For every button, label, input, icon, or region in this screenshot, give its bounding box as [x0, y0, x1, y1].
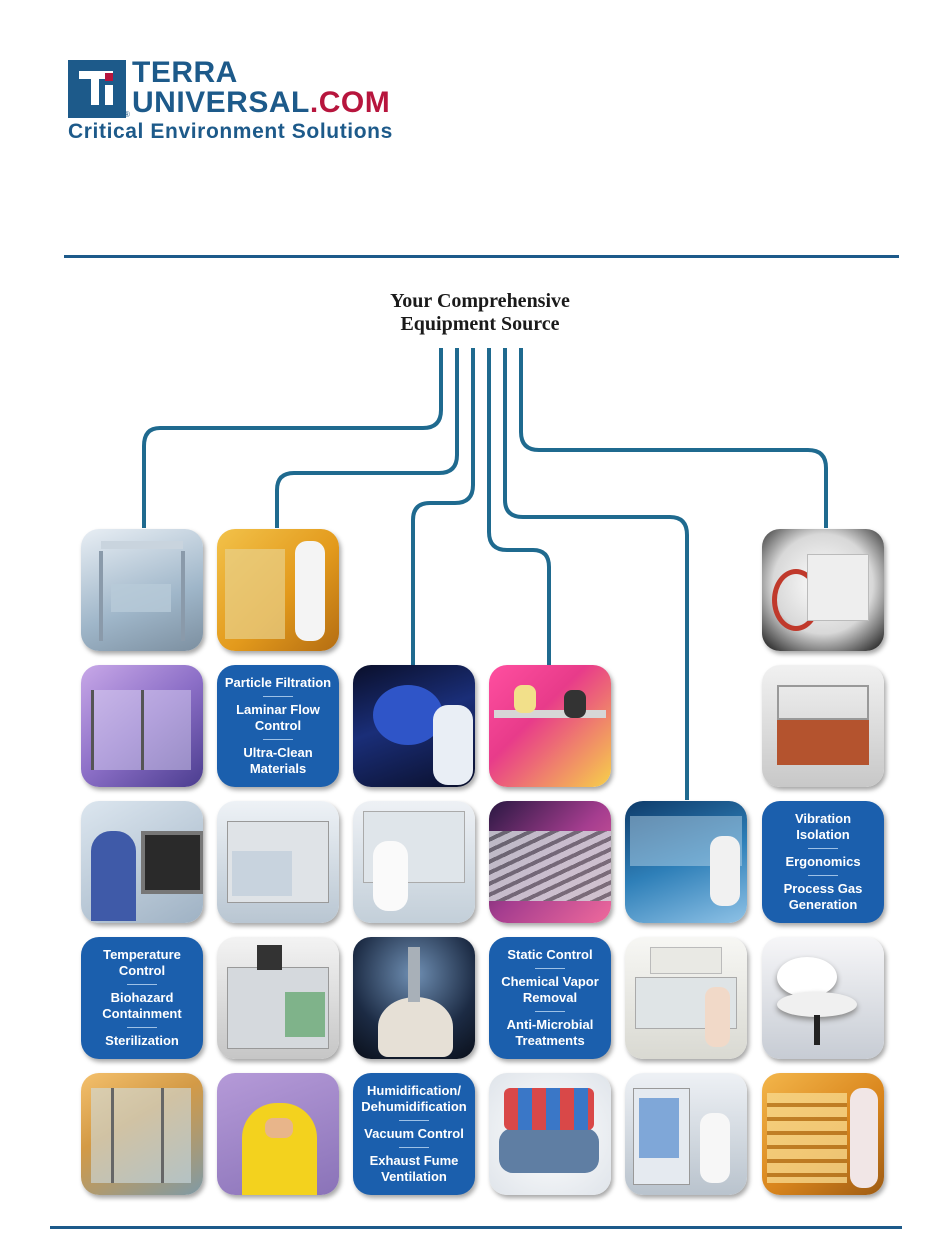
- cryogenic-dewar-photo: [353, 937, 475, 1059]
- fume-hood-photo: [625, 937, 747, 1059]
- company-logo: ® TERRA UNIVERSAL.COM Critical Environme…: [68, 58, 438, 148]
- softwall-cleanroom-photo: [81, 1073, 203, 1195]
- tile-label: Particle Filtration: [224, 675, 332, 690]
- top-divider: [64, 255, 899, 258]
- text-tile-static: Static Control Chemical Vapor Removal An…: [489, 937, 611, 1059]
- laminar-flow-hood-photo: [625, 801, 747, 923]
- connector-line: [142, 348, 443, 528]
- tile-label: Chemical Vapor Removal: [501, 974, 599, 1005]
- modular-cleanroom-photo: [81, 665, 203, 787]
- headline: Your Comprehensive Equipment Source: [330, 290, 630, 336]
- headline-line-2: Equipment Source: [400, 313, 560, 335]
- lab-workstation-photo: [489, 665, 611, 787]
- logo-dotcom-text: .COM: [309, 86, 391, 119]
- autoclave-photo: [762, 529, 884, 651]
- tile-label: Process Gas Generation: [783, 881, 863, 912]
- tile-label: Temperature Control: [103, 947, 181, 978]
- tile-label: Vibration Isolation: [794, 811, 852, 842]
- text-tile-humidification: Humidification/ Dehumidification Vacuum …: [353, 1073, 475, 1195]
- cleanroom-storage-photo: [762, 1073, 884, 1195]
- pass-through-photo: [762, 665, 884, 787]
- garment-cabinet-photo: [625, 1073, 747, 1195]
- logo-word-universal: UNIVERSAL.COM: [132, 88, 390, 118]
- tile-label: Static Control: [507, 947, 593, 962]
- cleanroom-worker-photo: [217, 529, 339, 651]
- registered-mark: ®: [124, 110, 130, 119]
- tile-label: Biohazard Containment: [102, 990, 182, 1021]
- tile-label: Sterilization: [105, 1033, 179, 1048]
- glovebox-photo: [353, 665, 475, 787]
- orbital-shaker-photo: [489, 1073, 611, 1195]
- cleanroom-photo: [81, 529, 203, 651]
- tile-label: Exhaust Fume Ventilation: [369, 1153, 459, 1184]
- laminar-hood-photo: [353, 801, 475, 923]
- connector-line: [275, 348, 459, 528]
- text-tile-temperature: Temperature Control Biohazard Containmen…: [81, 937, 203, 1059]
- tile-label: Laminar Flow Control: [236, 702, 320, 733]
- cleanroom-chair-photo: [762, 937, 884, 1059]
- logo-universal-text: UNIVERSAL: [132, 86, 310, 119]
- tile-label: Ergonomics: [785, 854, 861, 869]
- glovebox-operator-photo: [81, 801, 203, 923]
- dry-cabinet-photo: [217, 937, 339, 1059]
- connector-line: [411, 348, 475, 665]
- bunny-suit-worker-photo: [217, 1073, 339, 1195]
- tile-label: Vacuum Control: [364, 1126, 464, 1141]
- logo-word-terra: TERRA: [132, 56, 238, 89]
- tile-label: Anti-Microbial Treatments: [506, 1017, 594, 1048]
- text-tile-filtration: Particle Filtration Laminar Flow Control…: [217, 665, 339, 787]
- bottom-divider: [50, 1226, 902, 1229]
- connector-line: [487, 348, 551, 665]
- text-tile-vibration: Vibration Isolation Ergonomics Process G…: [762, 801, 884, 923]
- tile-label: Humidification/ Dehumidification: [361, 1083, 467, 1114]
- ti-logo-icon: [68, 60, 126, 118]
- connector-line: [519, 348, 828, 528]
- logo-tagline: Critical Environment Solutions: [68, 120, 393, 143]
- headline-line-1: Your Comprehensive: [390, 290, 570, 312]
- tile-label: Ultra-Clean Materials: [243, 745, 313, 776]
- ionizer-bars-photo: [489, 801, 611, 923]
- desiccator-cabinet-photo: [217, 801, 339, 923]
